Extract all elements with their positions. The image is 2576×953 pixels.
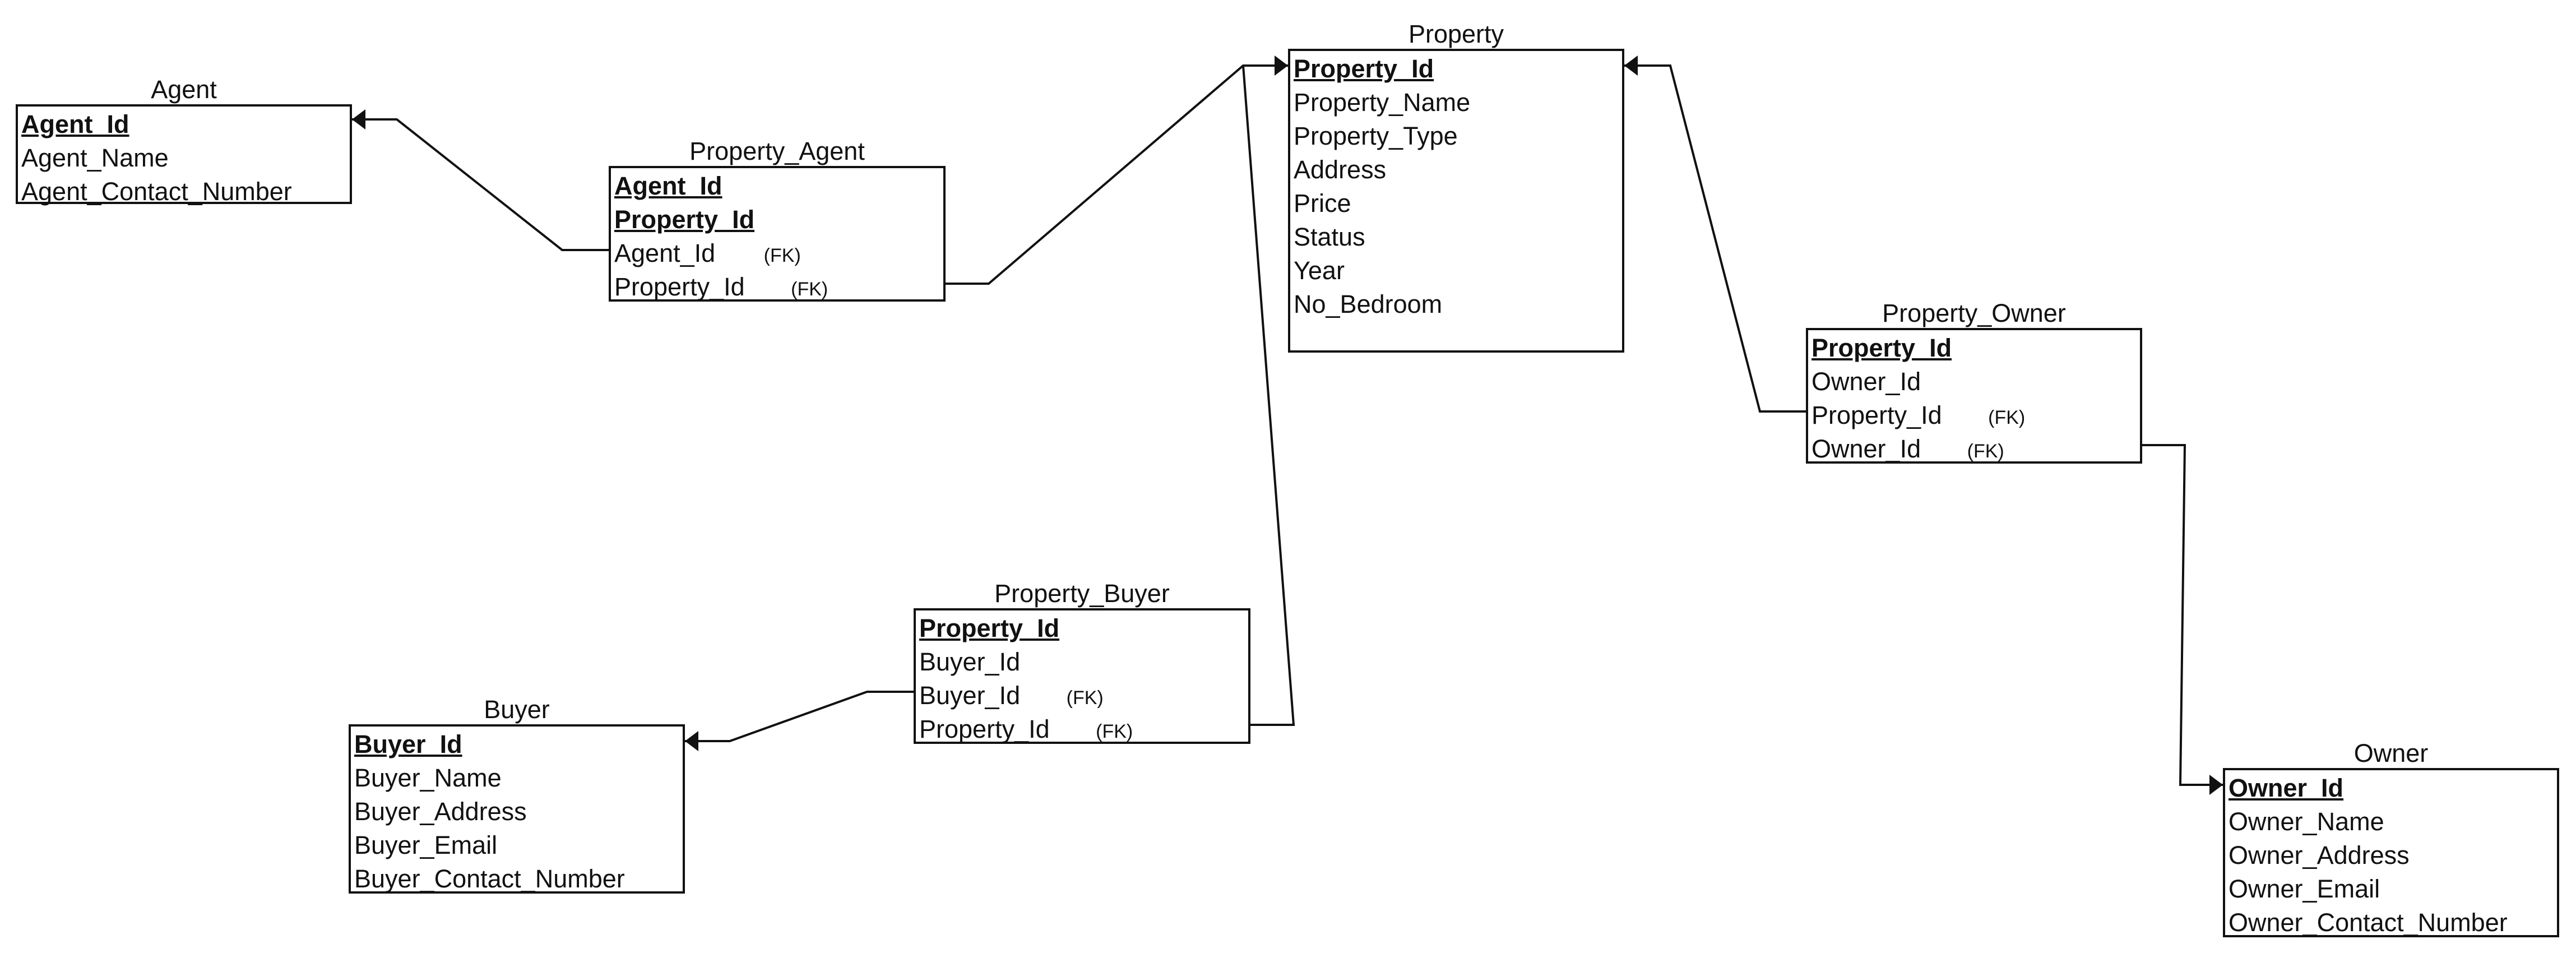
entity-box: Owner_Id Owner_Name Owner_Address Owner_… <box>2223 768 2559 937</box>
attribute: Price <box>1294 189 1351 218</box>
attribute-primary-key: Owner_Id <box>2228 774 2344 802</box>
entity-buyer: Buyer Buyer_Id Buyer_Name Buyer_Address … <box>349 695 685 894</box>
connector-property-agent-to-agent <box>352 118 609 251</box>
attribute-name: Property_Id <box>1811 401 1942 429</box>
attribute: Status <box>1294 223 1365 251</box>
entity-agent: Agent Agent_Id Agent_Name Agent_Contact_… <box>16 75 352 206</box>
attribute: Buyer_Name <box>354 764 502 792</box>
entity-title: Property_Buyer <box>994 579 1170 608</box>
entity-title: Property_Owner <box>1882 299 2066 327</box>
entity-owner: Owner Owner_Id Owner_Name Owner_Address … <box>2223 739 2559 937</box>
attribute: Owner_Name <box>2228 807 2384 836</box>
attribute: Owner_Contact_Number <box>2228 908 2508 937</box>
attribute: No_Bedroom <box>1294 290 1443 318</box>
arrowhead-owner <box>2209 775 2223 795</box>
fk-marker: (FK) <box>1967 441 2004 462</box>
attribute-name: Agent_Id <box>614 239 716 267</box>
attribute-foreign-key: Property_Id (FK) <box>919 713 1248 746</box>
attribute-primary-key: Agent_Id <box>614 172 722 200</box>
attribute-foreign-key: Property_Id (FK) <box>1811 399 2140 432</box>
entity-box: Property_Id Buyer_Id Buyer_Id (FK) Prope… <box>914 608 1250 744</box>
attribute-primary-key: Property_Id <box>1811 334 1952 362</box>
attribute: Address <box>1294 155 1387 184</box>
entity-box: Buyer_Id Buyer_Name Buyer_Address Buyer_… <box>349 724 685 894</box>
attribute-primary-key: Property_Id <box>919 614 1060 642</box>
entity-title: Owner <box>2353 739 2429 767</box>
attribute: Buyer_Email <box>354 831 498 859</box>
entity-box: Property_Id Owner_Id Property_Id (FK) Ow… <box>1806 328 2142 464</box>
entity-box: Agent_Id Agent_Name Agent_Contact_Number <box>16 104 352 206</box>
attribute-name: Buyer_Id <box>919 681 1021 710</box>
fk-marker: (FK) <box>1096 721 1133 742</box>
attribute: Owner_Email <box>2228 875 2380 903</box>
attribute: Buyer_Contact_Number <box>354 864 625 893</box>
attribute-primary-key: Agent_Id <box>21 110 129 138</box>
attribute: Owner_Id <box>1811 367 1921 396</box>
entity-title: Buyer <box>484 695 550 724</box>
entity-title: Agent <box>151 75 217 104</box>
arrowhead-buyer <box>685 731 698 751</box>
entity-title: Property <box>1408 20 1504 48</box>
attribute: Buyer_Address <box>354 797 527 826</box>
connector-property-agent-to-property <box>946 64 1288 285</box>
attribute: Buyer_Id <box>919 647 1021 676</box>
connector-property-buyer-to-buyer <box>685 691 914 742</box>
arrowhead-property-right <box>1624 55 1638 76</box>
attribute-name: Owner_Id <box>1811 434 1921 463</box>
arrowhead-property-left <box>1275 55 1288 76</box>
fk-marker: (FK) <box>1988 407 2026 428</box>
attribute-primary-key: Property_Id <box>1294 54 1434 83</box>
attribute-foreign-key: Owner_Id (FK) <box>1811 432 2140 466</box>
attribute-primary-key: Buyer_Id <box>354 730 462 758</box>
connector-property-buyer-to-property <box>1242 65 1295 726</box>
attribute: Property_Name <box>1294 88 1471 117</box>
attribute: Property_Type <box>1294 122 1458 150</box>
attribute-name: Property_Id <box>614 272 745 301</box>
attribute-foreign-key: Property_Id (FK) <box>614 270 943 304</box>
connector-property-owner-to-owner <box>2142 444 2223 786</box>
entity-box: Agent_Id Property_Id Agent_Id (FK) Prope… <box>609 166 946 302</box>
attribute: Agent_Contact_Number <box>21 177 292 206</box>
entity-property-buyer: Property_Buyer Property_Id Buyer_Id Buye… <box>914 579 1250 744</box>
attribute-foreign-key: Agent_Id (FK) <box>614 237 943 270</box>
attribute-name: Property_Id <box>919 715 1050 743</box>
attribute: Owner_Address <box>2228 841 2410 869</box>
fk-marker: (FK) <box>791 279 828 300</box>
entity-title: Property_Agent <box>689 137 865 165</box>
attribute: Agent_Name <box>21 144 169 172</box>
entity-property-owner: Property_Owner Property_Id Owner_Id Prop… <box>1806 299 2142 464</box>
attribute: Year <box>1294 256 1345 285</box>
connector-property-owner-to-property <box>1624 64 1806 413</box>
attribute-primary-key: Property_Id <box>614 205 755 234</box>
entity-box: Property_Id Property_Name Property_Type … <box>1288 49 1624 353</box>
fk-marker: (FK) <box>763 245 801 266</box>
entity-property-agent: Property_Agent Agent_Id Property_Id Agen… <box>609 137 946 302</box>
attribute-foreign-key: Buyer_Id (FK) <box>919 679 1248 713</box>
arrowhead-agent <box>352 109 365 129</box>
entity-property: Property Property_Id Property_Name Prope… <box>1288 20 1624 353</box>
fk-marker: (FK) <box>1066 687 1104 709</box>
